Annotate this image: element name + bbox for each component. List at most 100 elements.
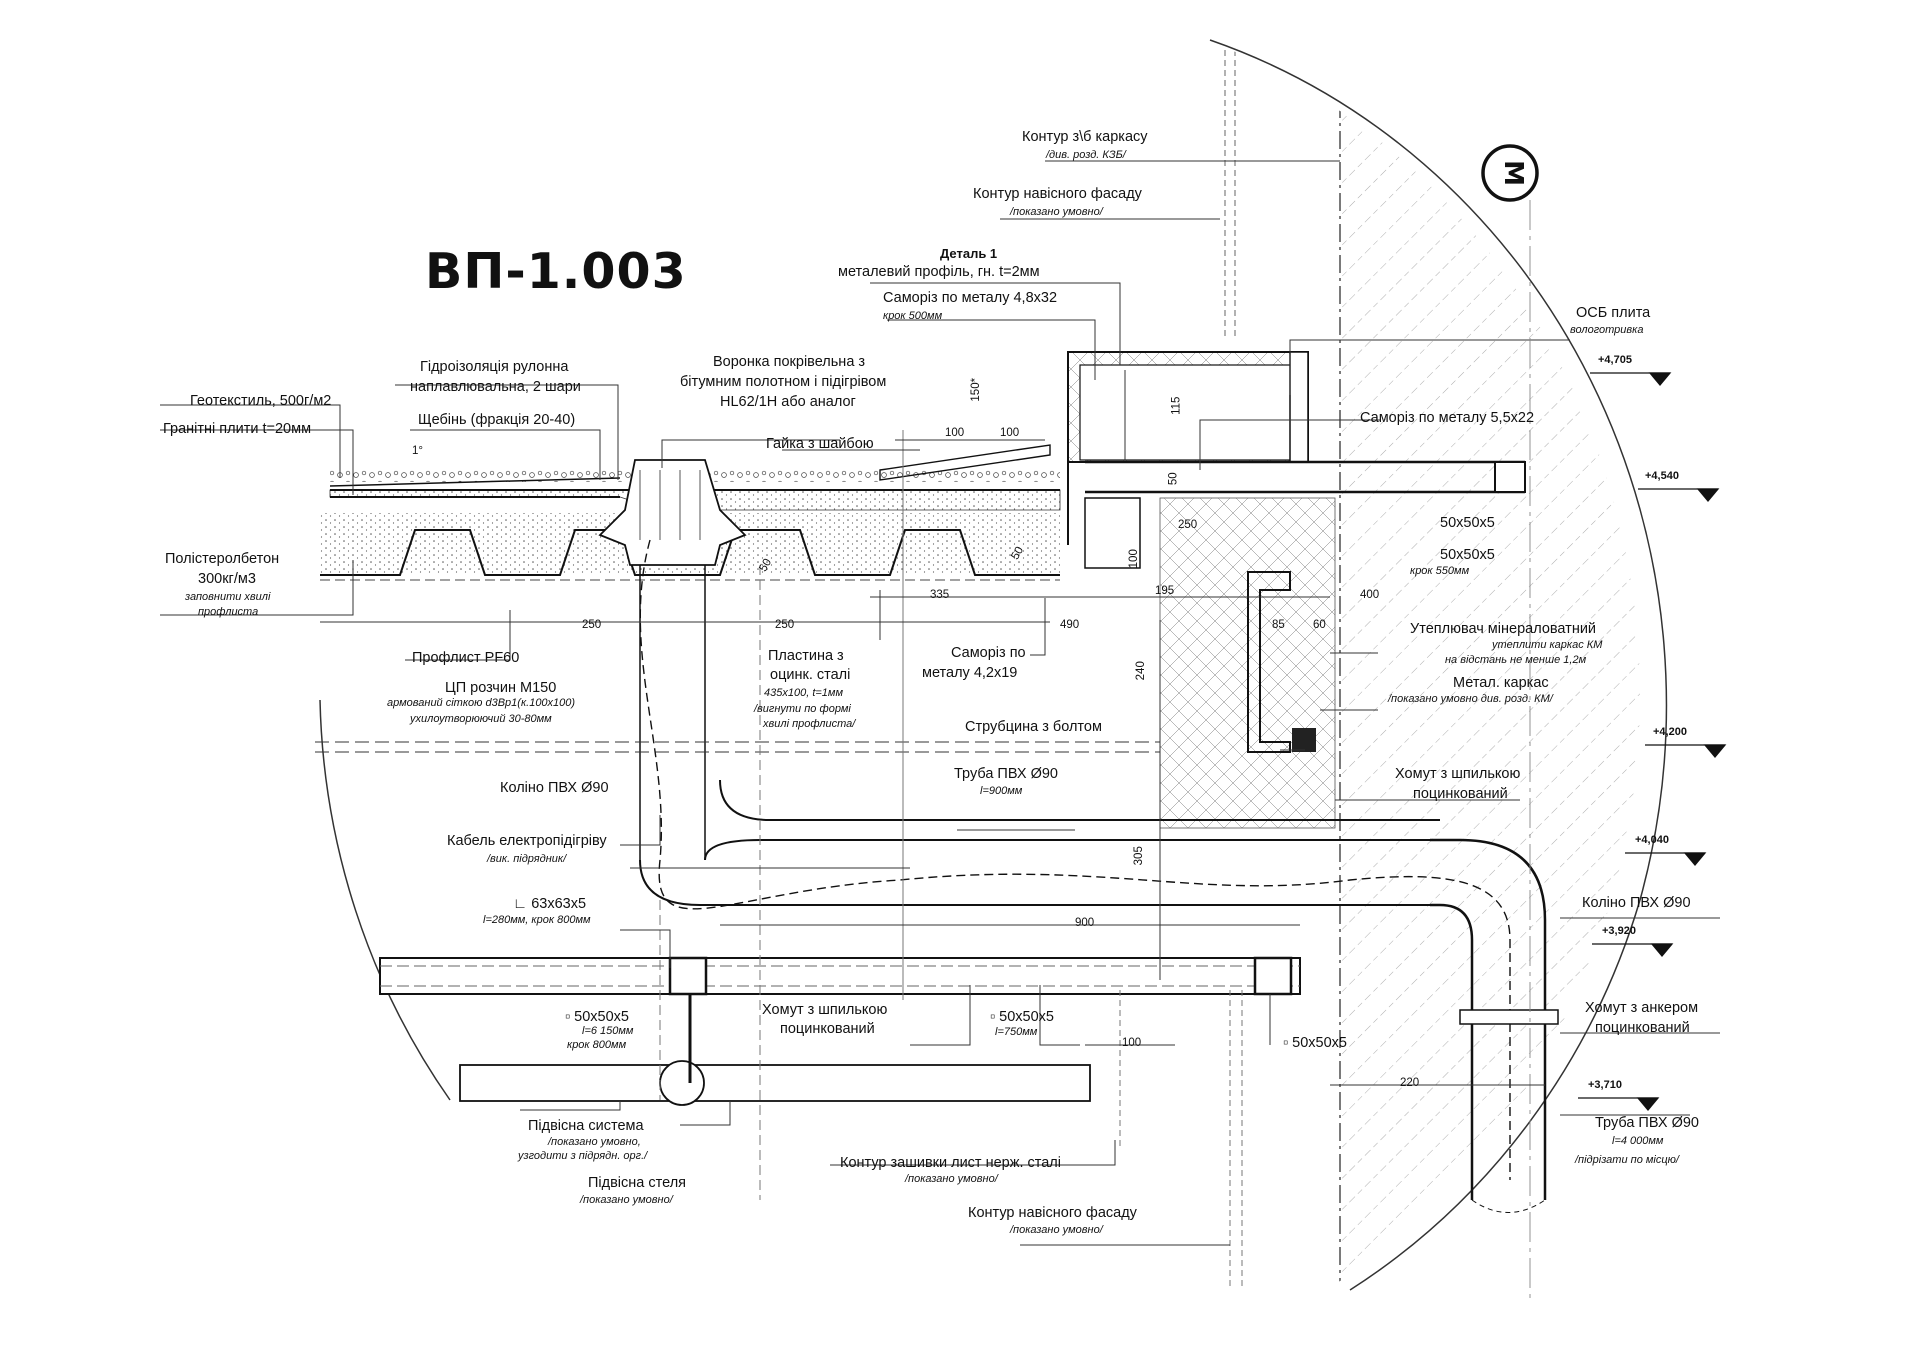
label-polystyrene-4: профлиста [198,606,259,618]
concrete-frame-hatch [1340,0,1640,1353]
label-tube-6150-sub2: крок 800мм [567,1039,627,1051]
dim-490: 490 [1060,619,1080,631]
label-tube-50-1: 50х50х5 [1440,515,1495,531]
dim-60: 60 [1313,619,1326,631]
label-geotextile: Геотекстиль, 500г/м2 [190,393,332,409]
label-pipe-900-sub: l=900мм [980,785,1023,797]
label-pipe-4000-sub1: l=4 000мм [1612,1135,1664,1147]
label-clamp-stud-2b: поцинкований [780,1021,875,1037]
label-screw-48-sub: крок 500мм [883,310,943,322]
steel-beams [315,741,1301,1106]
detail-title: Деталь 1 [940,246,998,261]
label-clamp-stud-1: Хомут з шпилькою [1395,766,1521,782]
label-sheathing-sub: /показано умовно/ [905,1173,998,1185]
label-metal-frame: Метал. каркас [1453,675,1549,691]
label-angle-sub: l=280мм, крок 800мм [483,914,591,926]
dimension-lines [320,370,1545,1086]
dim-100c: 100 [1127,549,1140,569]
label-angle: ∟ 63х63х5 [513,896,587,912]
label-plate-1: Пластина з [768,648,844,664]
label-profiled-sheet: Профлист PF60 [412,650,520,666]
label-facade-contour-sub: /показано умовно/ [1010,206,1103,218]
label-tube-750-sub: l=750мм [995,1026,1038,1038]
dim-100d: 100 [1122,1037,1142,1049]
level-4200 [1645,744,1727,759]
label-tube-6150-sub1: l=6 150мм [582,1025,634,1037]
label-plate-5: хвилі профлиста/ [763,718,856,730]
level-4705-label: +4,705 [1598,354,1632,366]
drawing-title: ВП-1.003 [425,243,687,300]
label-nut: Гайка з шайбою [766,436,874,452]
label-ceiling-sub: /показано умовно/ [580,1194,673,1206]
label-gravel: Щебінь (фракція 20-40) [418,412,576,428]
label-osb: ОСБ плита [1576,305,1651,321]
label-screw-42-1: Саморіз по [951,645,1026,661]
dim-335: 335 [930,589,950,601]
label-elbow-2: Коліно ПВХ Ø90 [1582,895,1691,911]
label-suspension-sub1: /показано умовно, [548,1136,641,1148]
label-pipe-4000: Труба ПВХ Ø90 [1595,1115,1699,1131]
label-cable: Кабель електропідігріву [447,833,607,849]
label-facade-contour-2: Контур навісного фасаду [968,1205,1137,1221]
dim-305: 305 [1132,846,1145,866]
label-drain-3: HL62/1H або аналог [720,394,856,410]
label-sheathing: Контур зашивки лист нерж. сталі [840,1155,1061,1171]
level-4200-label: +4,200 [1653,726,1687,738]
level-3710-label: +3,710 [1588,1079,1622,1091]
label-insulation-sub1: утеплити каркас КМ [1492,639,1603,651]
label-drain-1: Воронка покрівельна з [713,354,866,370]
label-suspension-sub2: узгодити з підрядн. орг./ [518,1150,648,1162]
level-4540 [1638,488,1720,503]
label-tube-750: ▫ 50х50х5 [990,1009,1054,1025]
label-clamp-stud-2: Хомут з шпилькою [762,1002,888,1018]
detail-line1: металевий профіль, гн. t=2мм [838,264,1040,280]
level-3920 [1592,943,1674,958]
dim-240: 240 [1134,661,1147,681]
label-elbow-1: Коліно ПВХ Ø90 [500,780,609,796]
level-4705 [1590,372,1672,387]
label-polystyrene-2: 300кг/м3 [198,571,256,587]
level-4040 [1625,852,1707,867]
label-insulation-sub2: на відстань не менше 1,2м [1445,654,1587,666]
label-clamp-anchor-1: Хомут з анкером [1585,1000,1699,1016]
label-cement-3: ухилоутворюючий 30-80мм [410,713,552,725]
label-plate-2: оцинк. сталі [770,667,851,683]
label-screw-42-2: металу 4,2х19 [922,665,1018,681]
label-plate-3: 435х100, t=1мм [764,687,843,699]
dim-220: 220 [1400,1077,1420,1089]
roof-drain [598,459,747,860]
label-suspension: Підвісна система [528,1118,644,1134]
dim-115: 115 [1170,396,1183,415]
pvc-pipe [639,539,1559,1213]
label-cable-sub: /вик. підрядник/ [487,853,567,865]
label-pipe-900: Труба ПВХ Ø90 [954,766,1058,782]
label-screw-55: Саморіз по металу 5,5х22 [1360,410,1535,426]
label-clamp-anchor-2: поцинкований [1595,1020,1690,1036]
label-ceiling: Підвісна стеля [588,1175,687,1191]
level-markers [1578,372,1727,1112]
label-waterproofing-1: Гідроізоляція рулонна [420,359,569,375]
dim-150: 150* [970,377,983,402]
insulation-block-upper [1160,498,1230,598]
dim-85: 85 [1272,619,1285,631]
label-cement-2: армований сіткою d3Вр1(к.100х100) [387,697,576,709]
compass-circle [1481,144,1539,202]
label-osb-sub: вологотривка [1570,324,1644,336]
label-tube-50-2: 50х50х5 [1440,547,1495,563]
label-granite: Гранітні плити t=20мм [163,421,312,437]
label-clamp-bolt: Струбцина з болтом [965,719,1102,735]
label-plate-4: /вигнути по формі [754,703,851,715]
label-tube-50-3: ▫ 50х50х5 [1283,1035,1347,1051]
label-insulation: Утеплювач мінераловатний [1410,621,1597,637]
label-screw-48: Саморіз по металу 4,8х32 [883,290,1058,306]
dim-250a: 250 [1178,519,1198,531]
label-waterproofing-2: наплавлювальна, 2 шари [410,379,581,395]
label-facade-contour: Контур навісного фасаду [973,186,1142,202]
level-4040-label: +4,040 [1635,834,1669,846]
label-pipe-4000-sub2: /підрізати по місцю/ [1575,1154,1679,1166]
detail-circle [1209,39,1668,901]
dim-250b: 250 [582,619,602,631]
label-tube-50-2-sub: крок 550мм [1410,565,1470,577]
label-facade-contour-2-sub: /показано умовно/ [1010,1224,1103,1236]
dim-195: 195 [1155,585,1175,597]
